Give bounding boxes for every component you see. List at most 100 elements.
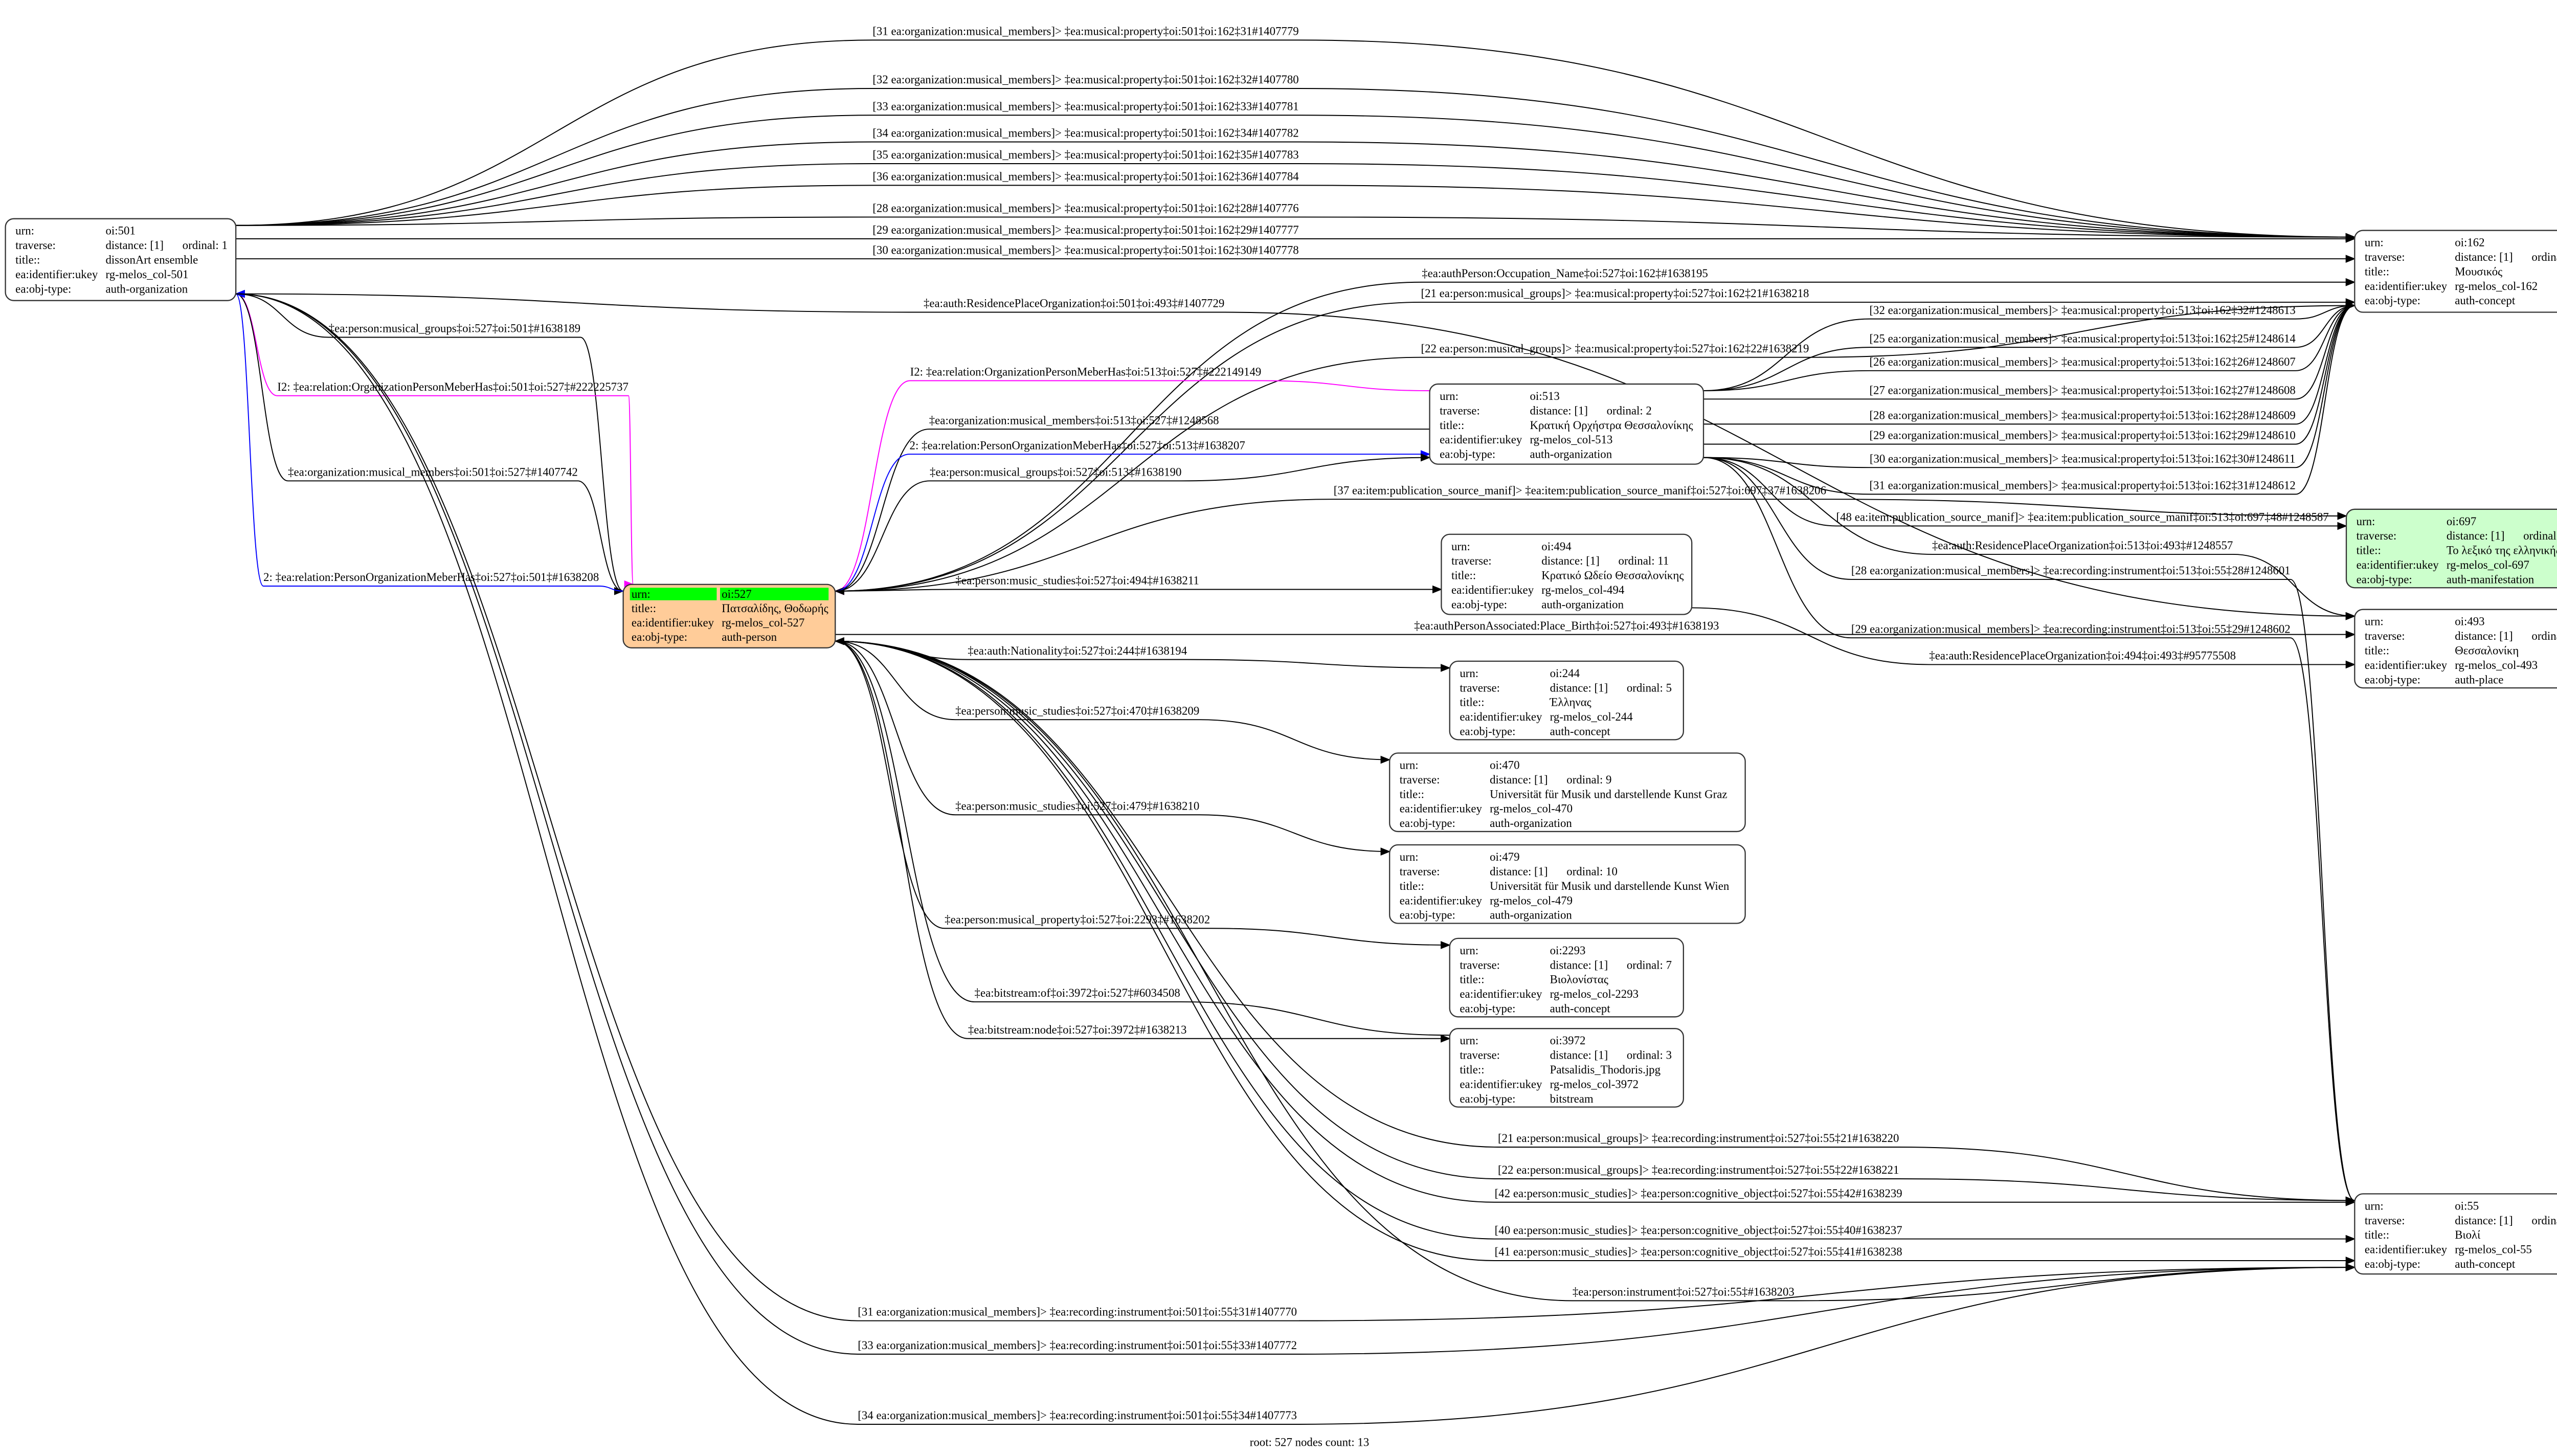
row-value-urn: oi:479 xyxy=(1490,850,1519,863)
edge-oi-527-to-oi-3972[interactable] xyxy=(835,640,1451,1043)
node-box xyxy=(1441,533,1693,615)
edge-oi-513-to-oi-162[interactable] xyxy=(1703,301,2356,425)
edge-oi-501-to-oi-493[interactable] xyxy=(236,293,2356,620)
edge-oi-501-to-oi-527[interactable] xyxy=(236,293,635,588)
traverse-ordinal: ordinal: 11 xyxy=(1619,554,1669,567)
edge-oi-501-to-oi-162[interactable] xyxy=(236,163,2356,241)
edge-oi-527-to-oi-494[interactable] xyxy=(835,585,1443,594)
edge-oi-501-to-oi-162[interactable] xyxy=(236,115,2356,241)
row-label-ukey: ea:identifier:ukey xyxy=(2357,558,2439,571)
row-value-title: Universität für Musik und darstellende K… xyxy=(1490,880,1730,892)
traverse-distance: distance: [1] xyxy=(1550,681,1608,694)
edge-label: [34 ea:organization:musical_members]> ‡e… xyxy=(872,127,1298,140)
row-value-title: Μουσικός xyxy=(2455,265,2502,278)
edge-oi-513-to-oi-162[interactable] xyxy=(1703,301,2356,468)
edge-oi-513-to-oi-162[interactable] xyxy=(1703,301,2356,391)
traverse-distance: distance: [1] xyxy=(2455,1214,2513,1227)
edge-oi-501-to-oi-162[interactable] xyxy=(236,88,2356,241)
row-value-title: Universität für Musik und darstellende K… xyxy=(1490,788,1727,800)
edge-oi-527-to-oi-2293[interactable] xyxy=(835,640,1451,949)
row-label-obj_type: ea:obj-type: xyxy=(2365,673,2420,686)
edge-oi-501-to-oi-527[interactable] xyxy=(236,293,624,595)
edge-oi-501-to-oi-162[interactable] xyxy=(236,216,2356,241)
edge-oi-501-to-oi-55[interactable] xyxy=(236,293,2356,1321)
edge-oi-527-to-oi-501[interactable] xyxy=(235,290,623,592)
node-box xyxy=(2354,609,2557,689)
node-box xyxy=(2354,1193,2557,1275)
edge-oi-527-to-oi-55[interactable] xyxy=(835,640,2356,1205)
edge-label: [36 ea:organization:musical_members]> ‡e… xyxy=(872,170,1299,183)
edge-oi-527-to-oi-513[interactable] xyxy=(835,453,1431,592)
edge-label: ‡ea:bitstream:of‡oi:3972‡oi:527‡#6034508 xyxy=(975,987,1180,999)
row-label-obj_type: ea:obj-type: xyxy=(1460,725,1515,738)
edge-oi-513-to-oi-527[interactable] xyxy=(834,429,1430,595)
edge-label: ‡ea:person:music_studies‡oi:527‡oi:494‡#… xyxy=(956,574,1199,587)
edge-label: ‡ea:person:musical_property‡oi:527‡oi:22… xyxy=(945,913,1210,926)
edge-oi-501-to-oi-162[interactable] xyxy=(236,39,2356,241)
edge-oi-513-to-oi-697[interactable] xyxy=(1703,457,2347,530)
edge-oi-3972-to-oi-527[interactable] xyxy=(834,637,1450,1036)
edge-oi-527-to-oi-55[interactable] xyxy=(835,640,2356,1243)
edge-label: [35 ea:organization:musical_members]> ‡e… xyxy=(872,148,1298,161)
edge-label: ‡ea:authPersonAssociated:Place_Birth‡oi:… xyxy=(1414,619,1719,632)
edge-oi-527-to-oi-162[interactable] xyxy=(835,301,2356,592)
urn-highlight xyxy=(720,588,829,600)
traverse-ordinal: ordinal: 7 xyxy=(1627,958,1672,971)
edge-oi-513-to-oi-162[interactable] xyxy=(1703,301,2356,391)
edge-oi-527-to-oi-501[interactable] xyxy=(235,289,623,592)
edge-oi-501-to-oi-162[interactable] xyxy=(236,185,2356,241)
edge-oi-527-to-oi-55[interactable] xyxy=(835,640,2356,1302)
edge-label: [27 ea:organization:musical_members]> ‡e… xyxy=(1869,384,2295,397)
edge-oi-513-to-oi-493[interactable] xyxy=(1703,457,2356,620)
row-label-obj_type: ea:obj-type: xyxy=(1400,817,1455,830)
edge-oi-527-to-oi-55[interactable] xyxy=(835,640,2356,1205)
row-label-ukey: ea:identifier:ukey xyxy=(2365,1243,2448,1256)
row-label-traverse: traverse: xyxy=(2365,251,2405,263)
edge-oi-527-to-oi-55[interactable] xyxy=(835,640,2356,1206)
row-label-traverse: traverse: xyxy=(1460,958,1500,971)
edge-oi-527-to-oi-513[interactable] xyxy=(835,450,1431,592)
edge-oi-527-to-oi-55[interactable] xyxy=(835,640,2356,1265)
edge-oi-513-to-oi-162[interactable] xyxy=(1703,301,2356,391)
edge-oi-527-to-oi-470[interactable] xyxy=(835,640,1391,764)
edge-label: ‡ea:auth:ResidencePlaceOrganization‡oi:5… xyxy=(1932,539,2233,552)
edge-oi-501-to-oi-55[interactable] xyxy=(236,293,2356,1355)
row-label-obj_type: ea:obj-type: xyxy=(1451,598,1507,611)
edge-oi-527-to-oi-479[interactable] xyxy=(835,640,1391,856)
row-value-urn: oi:2293 xyxy=(1550,944,1586,957)
traverse-ordinal: ordinal: 3 xyxy=(1627,1049,1672,1062)
edge-oi-527-to-oi-162[interactable] xyxy=(835,278,2356,592)
edge-oi-494-to-oi-493[interactable] xyxy=(1692,607,2356,669)
row-label-urn: urn: xyxy=(1460,944,1478,957)
edge-oi-501-to-oi-162[interactable] xyxy=(236,141,2356,241)
edge-oi-527-to-oi-697[interactable] xyxy=(835,499,2347,592)
edge-oi-513-to-oi-527[interactable] xyxy=(834,380,1430,595)
row-value-obj_type: auth-concept xyxy=(1550,1002,1611,1015)
row-value-ukey: rg-melos_col-470 xyxy=(1490,802,1573,815)
traverse-distance: distance: [1] xyxy=(2455,630,2513,642)
edge-oi-513-to-oi-55[interactable] xyxy=(1703,457,2356,1204)
edge-oi-513-to-oi-162[interactable] xyxy=(1703,301,2356,495)
traverse-distance: distance: [1] xyxy=(106,239,164,252)
edge-oi-513-to-oi-162[interactable] xyxy=(1703,301,2356,400)
edge-oi-513-to-oi-55[interactable] xyxy=(1703,457,2356,1204)
row-label-traverse: traverse: xyxy=(2365,630,2405,642)
row-value-obj_type: auth-concept xyxy=(2455,294,2516,307)
edge-oi-513-to-oi-162[interactable] xyxy=(1703,301,2356,445)
edge-oi-501-to-oi-55[interactable] xyxy=(236,293,2356,1425)
edge-oi-527-to-oi-162[interactable] xyxy=(835,298,2356,592)
row-label-urn: urn: xyxy=(1460,1034,1478,1047)
